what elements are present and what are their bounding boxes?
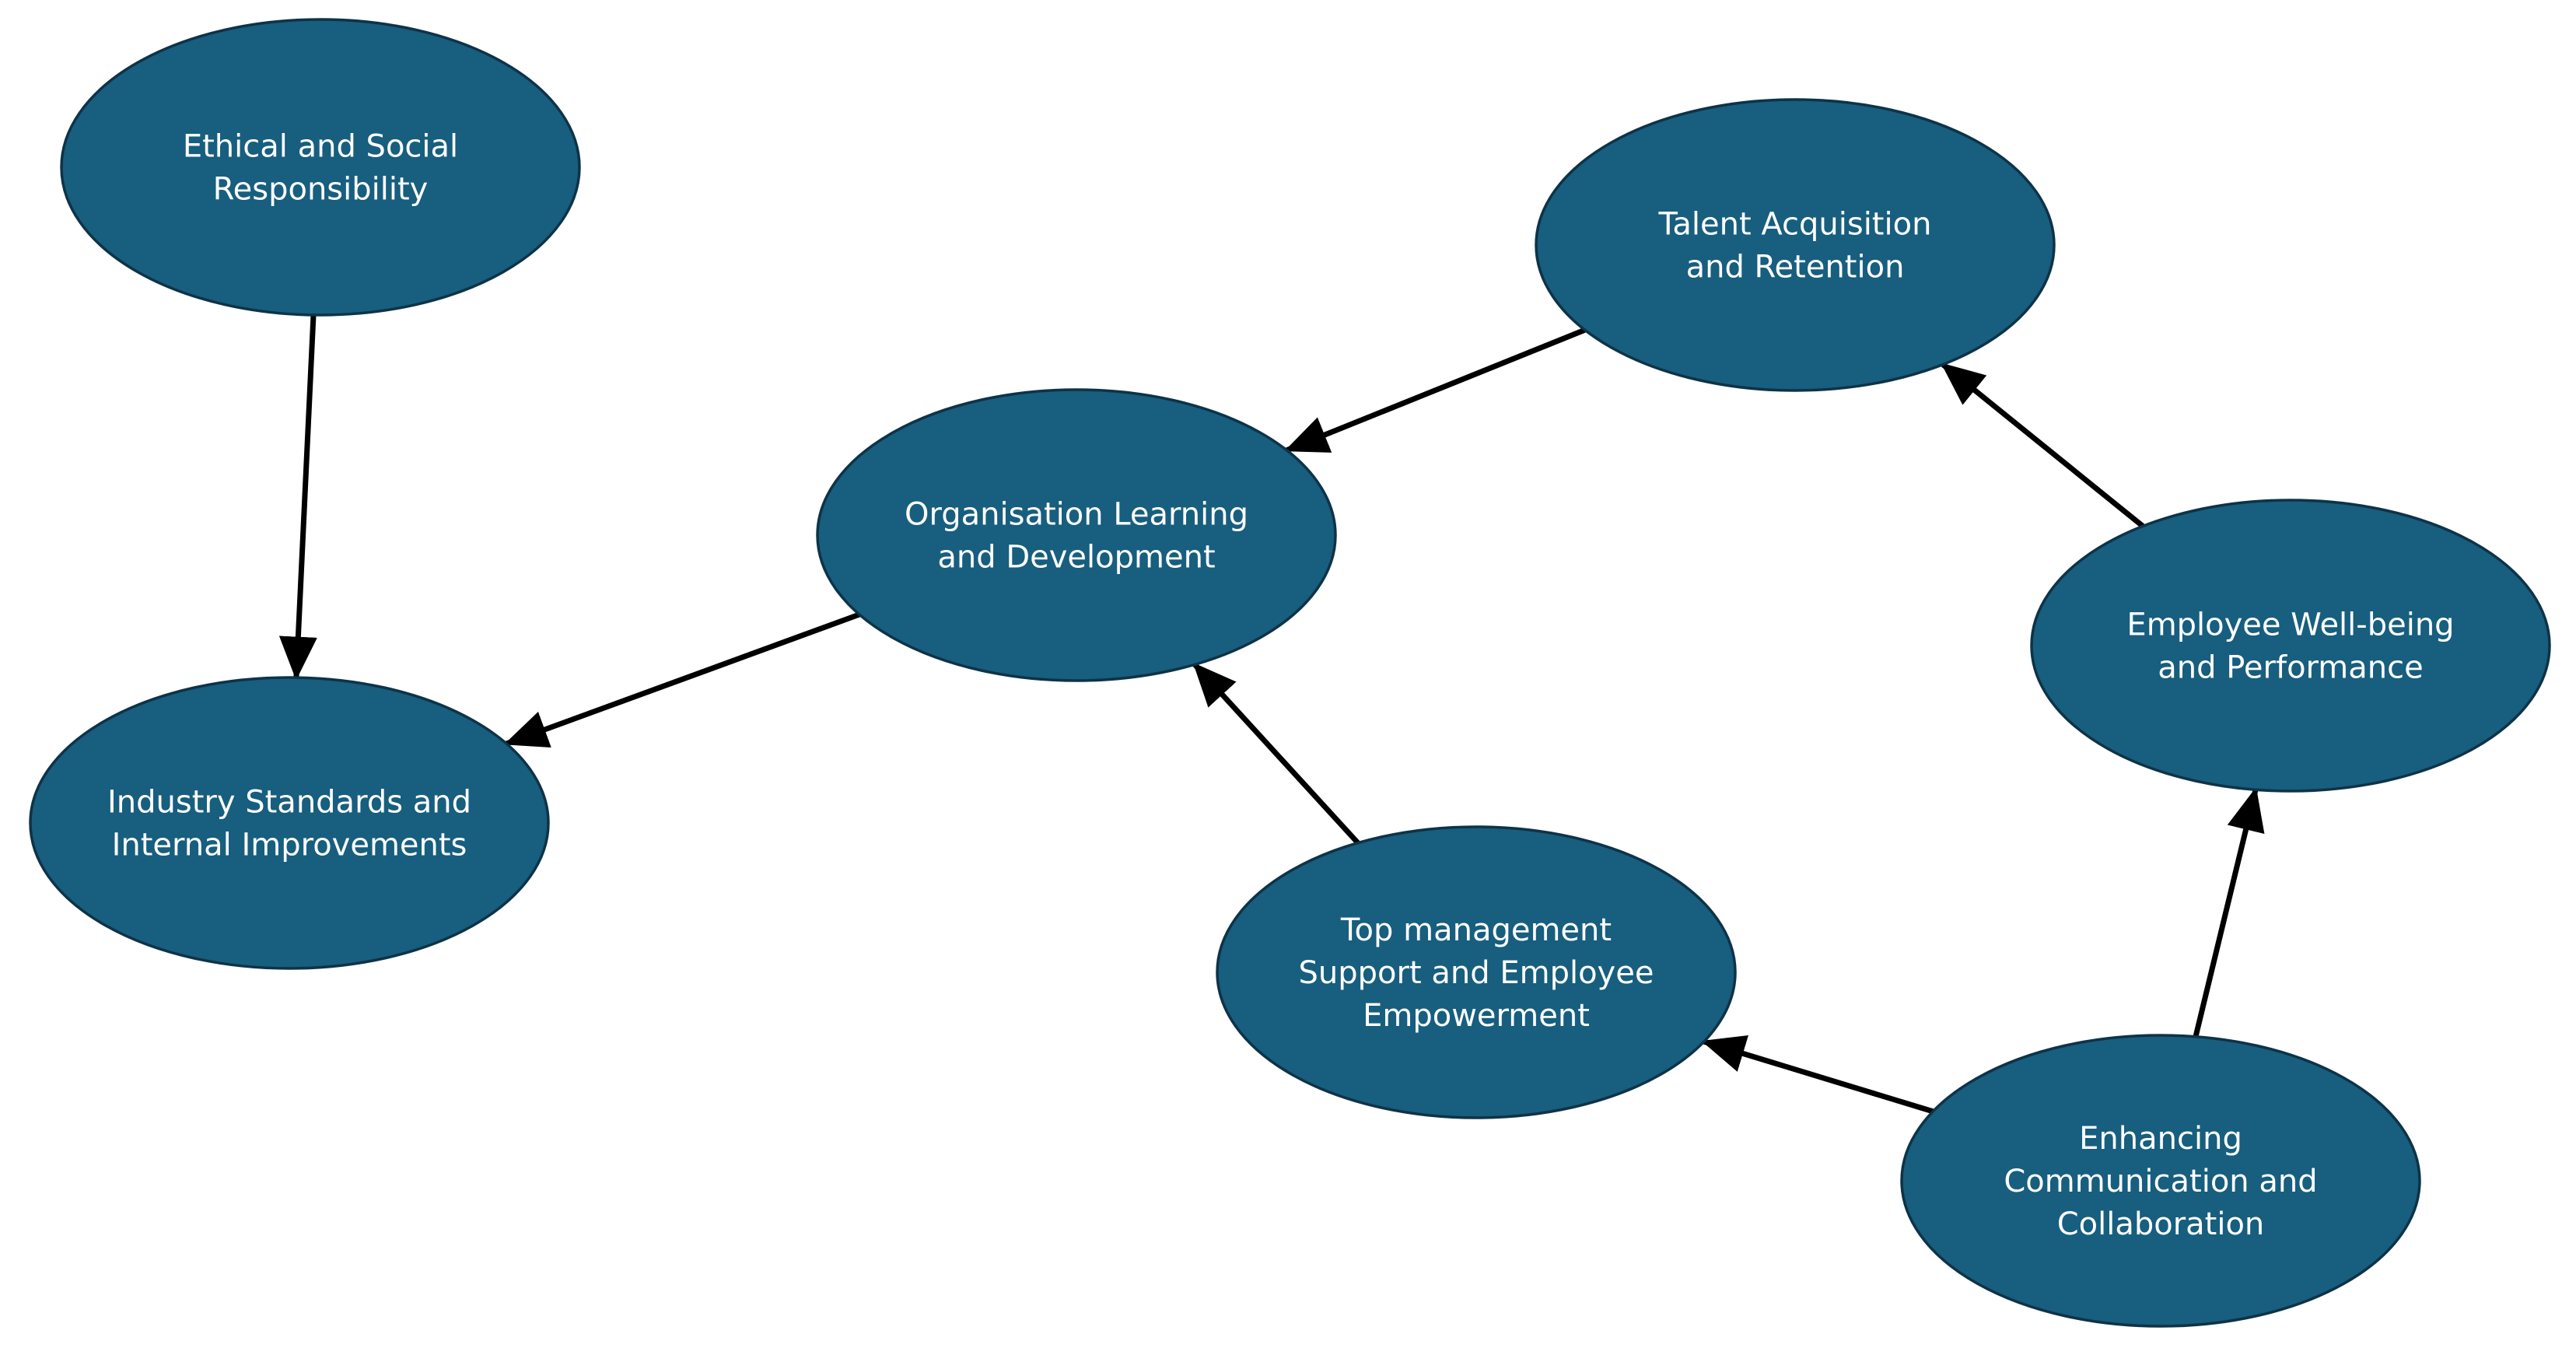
edges-layer — [278, 314, 2265, 1115]
node-wellbeing-label-line: and Performance — [2158, 650, 2423, 686]
arrow-org-to-industry — [503, 611, 861, 748]
node-ethical-label-line: Responsibility — [213, 172, 429, 208]
node-org-label: Organisation Learning and Development — [905, 497, 1248, 576]
node-ethical-label-line: Ethical and Social — [183, 129, 458, 165]
node-topmgmt-ellipse — [1216, 825, 1737, 1119]
node-topmgmt-label-line: Empowerment — [1363, 998, 1590, 1034]
node-talent: Talent Acquisition and Retention — [1535, 98, 2056, 392]
node-topmgmt-label-line: Top management — [1340, 912, 1612, 948]
arrow-ethical-to-industry — [278, 314, 317, 681]
arrow-topmgmt-to-org — [1192, 662, 1360, 846]
arrow-comm-to-topmgmt — [1701, 1035, 1934, 1115]
node-comm-label-line: Collaboration — [2057, 1206, 2265, 1242]
node-topmgmt-label-line: Support and Employee — [1299, 955, 1654, 991]
node-org-ellipse — [816, 388, 1337, 682]
node-wellbeing-label: Employee Well-being and Performance — [2126, 607, 2454, 686]
node-industry-label-line: Industry Standards and — [107, 785, 471, 821]
node-org: Organisation Learning and Development — [816, 388, 1337, 682]
node-comm-label-line: Enhancing — [2079, 1121, 2242, 1157]
node-talent-ellipse — [1535, 98, 2056, 392]
node-talent-label-line: and Retention — [1686, 250, 1905, 285]
node-wellbeing-label-line: Employee Well-being — [2126, 607, 2454, 643]
node-org-label-line: Organisation Learning — [905, 497, 1248, 533]
arrow-talent-to-org — [1284, 327, 1586, 453]
node-industry-ellipse — [29, 676, 550, 970]
node-talent-label: Talent Acquisition and Retention — [1658, 207, 1932, 285]
node-talent-label-line: Talent Acquisition — [1658, 207, 1932, 243]
arrow-comm-to-wellbeing — [2193, 786, 2265, 1038]
node-comm-ellipse — [1900, 1034, 2421, 1328]
node-org-label-line: and Development — [937, 540, 1215, 576]
node-industry-label-line: Internal Improvements — [112, 828, 467, 863]
node-ethical-ellipse — [60, 18, 581, 317]
arrow-wellbeing-to-talent — [1941, 362, 2145, 529]
node-wellbeing-ellipse — [2030, 499, 2551, 793]
node-wellbeing: Employee Well-being and Performance — [2030, 499, 2551, 793]
node-comm-label-line: Communication and — [2004, 1164, 2317, 1199]
